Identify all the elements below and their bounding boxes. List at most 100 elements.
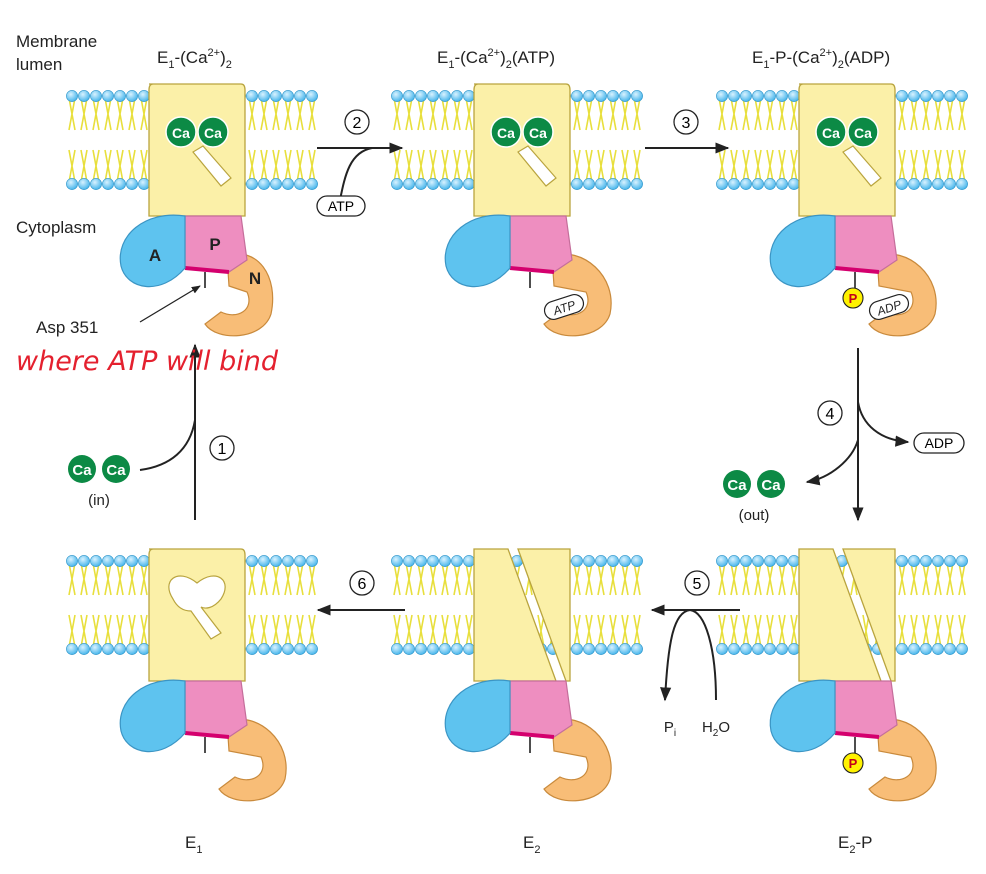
domain-a-label: A bbox=[149, 246, 161, 265]
lipid-head bbox=[896, 643, 908, 655]
lipid-head bbox=[306, 643, 318, 655]
lipid-head bbox=[451, 90, 463, 102]
lipid-head bbox=[571, 90, 583, 102]
pump-e2 bbox=[391, 548, 643, 802]
lipid-tail bbox=[754, 149, 762, 183]
membrane-bilayer bbox=[716, 555, 968, 655]
lipid-tail bbox=[80, 97, 88, 131]
lipid-tail bbox=[573, 562, 581, 596]
lipid-head bbox=[944, 643, 956, 655]
lipid-head bbox=[126, 90, 138, 102]
calcium-label: Ca bbox=[822, 125, 840, 141]
calcium-in: Ca Ca (in) bbox=[68, 455, 130, 509]
calcium-label: Ca bbox=[497, 125, 515, 141]
atp-bound-label: ATP bbox=[551, 298, 578, 319]
ion-channel bbox=[192, 145, 232, 187]
lipid-head bbox=[776, 90, 788, 102]
lipid-tail bbox=[417, 97, 425, 131]
lipid-tail bbox=[754, 97, 762, 131]
calcium-label: Ca bbox=[727, 477, 747, 494]
lipid-head bbox=[728, 90, 740, 102]
lipid-tail bbox=[958, 562, 966, 596]
calcium-label: Ca bbox=[106, 462, 126, 479]
lipid-tail bbox=[778, 97, 786, 131]
asp-351-callout: Asp 351 bbox=[36, 285, 201, 337]
lipid-tail bbox=[778, 149, 786, 183]
lipid-head bbox=[66, 90, 78, 102]
lipid-head bbox=[920, 178, 932, 190]
ion-channel bbox=[517, 145, 557, 187]
lipid-head bbox=[716, 178, 728, 190]
domain-n-label: N bbox=[249, 269, 261, 288]
lipid-tail bbox=[597, 562, 605, 596]
lipid-head bbox=[258, 178, 270, 190]
lipid-tail bbox=[140, 97, 148, 131]
lipid-head bbox=[90, 90, 102, 102]
lipid-tail bbox=[441, 614, 449, 648]
lipid-tail bbox=[104, 562, 112, 596]
nucleotide-binding-domain bbox=[218, 718, 287, 802]
lipid-tail bbox=[429, 149, 437, 183]
actuator-domain bbox=[444, 679, 511, 753]
lipid-tail bbox=[453, 149, 461, 183]
lipid-head bbox=[908, 643, 920, 655]
calcium-ion bbox=[757, 470, 785, 498]
lipid-tail bbox=[441, 149, 449, 183]
state-title-e1-p-ca2-adp: E1-P-(Ca2+)2(ADP) bbox=[752, 47, 890, 71]
lipid-head bbox=[138, 555, 150, 567]
lipid-tail bbox=[573, 97, 581, 131]
lipid-head bbox=[583, 90, 595, 102]
lipid-head bbox=[764, 555, 776, 567]
step-2-arrow: 2 ATP bbox=[316, 109, 404, 217]
lipid-tail bbox=[934, 562, 942, 596]
lipid-head bbox=[78, 90, 90, 102]
lipid-head bbox=[740, 555, 752, 567]
lipid-tail bbox=[621, 97, 629, 131]
lipid-head bbox=[788, 643, 800, 655]
lipid-tail bbox=[248, 97, 256, 131]
lipid-tail bbox=[128, 149, 136, 183]
lipid-head bbox=[114, 178, 126, 190]
lipid-head bbox=[631, 178, 643, 190]
calcium-label: Ca bbox=[72, 462, 92, 479]
lipid-tail bbox=[80, 149, 88, 183]
lipid-tail bbox=[609, 149, 617, 183]
lipid-head bbox=[631, 643, 643, 655]
state-title-e1: E1 bbox=[185, 833, 202, 856]
lipid-tail bbox=[585, 614, 593, 648]
lipid-head bbox=[258, 643, 270, 655]
lipid-tail bbox=[922, 562, 930, 596]
lipid-tail bbox=[116, 614, 124, 648]
nucleotide-binding-domain bbox=[868, 718, 937, 802]
lipid-tail bbox=[609, 562, 617, 596]
lipid-tail bbox=[910, 614, 918, 648]
lipid-head bbox=[728, 643, 740, 655]
lipid-tail bbox=[417, 149, 425, 183]
lipid-head bbox=[391, 178, 403, 190]
calcium-ion bbox=[815, 116, 847, 148]
lipid-head bbox=[294, 90, 306, 102]
lipid-tail bbox=[128, 614, 136, 648]
in-label: (in) bbox=[88, 492, 110, 509]
p-domain-linker bbox=[184, 266, 230, 274]
calcium-out: Ca Ca (out) bbox=[723, 470, 785, 524]
phosphorylation-domain bbox=[834, 215, 898, 273]
lipid-head bbox=[776, 555, 788, 567]
calcium-ion bbox=[165, 116, 197, 148]
pi-label: Pi bbox=[664, 719, 676, 739]
lipid-tail bbox=[405, 562, 413, 596]
lipid-tail bbox=[260, 97, 268, 131]
lipid-tail bbox=[104, 614, 112, 648]
step-2-number: 2 bbox=[353, 115, 362, 132]
lipid-head bbox=[66, 555, 78, 567]
calcium-ion bbox=[490, 116, 522, 148]
lipid-tail bbox=[958, 97, 966, 131]
step-3-number: 3 bbox=[682, 115, 691, 132]
lipid-tail bbox=[92, 97, 100, 131]
lipid-head bbox=[932, 178, 944, 190]
membrane-label: Membrane bbox=[16, 32, 97, 51]
lipid-head bbox=[607, 643, 619, 655]
lipid-tail bbox=[718, 149, 726, 183]
